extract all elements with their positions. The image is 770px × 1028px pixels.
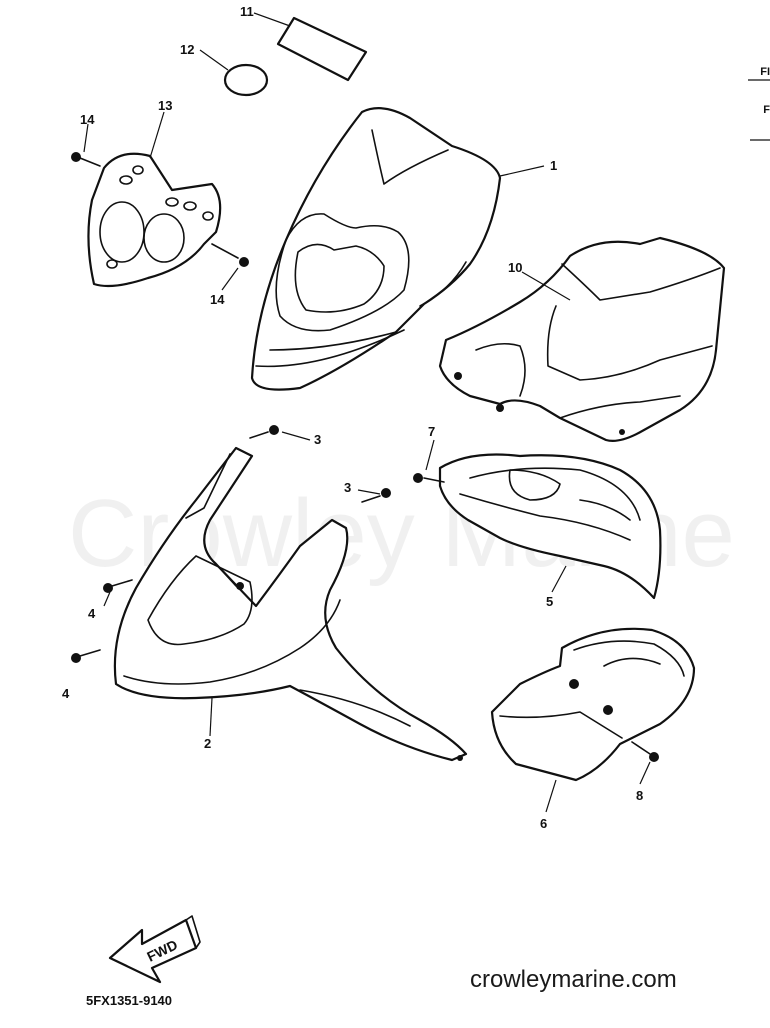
callout-2: 2: [204, 736, 211, 751]
callout-13: 13: [158, 98, 172, 113]
part-8-screw: [631, 741, 659, 762]
callout-14-upper: 14: [80, 112, 95, 127]
callout-3-lower: 3: [344, 480, 351, 495]
callout-labels: 11 12 13 14 14 1 10 3 3 7 4 4 5 2 6 8: [62, 4, 643, 831]
callout-7: 7: [428, 424, 435, 439]
fwd-arrow: FWD: [108, 915, 201, 984]
callout-10: 10: [508, 260, 522, 275]
side-header-fragment-2: F: [763, 104, 770, 116]
callout-1: 1: [550, 158, 557, 173]
part-10-side-cover: [438, 236, 726, 442]
part-13-meter-panel: [87, 152, 222, 288]
part-3-screw-upper: [249, 425, 279, 439]
part-4-screw-upper: [103, 579, 133, 593]
callout-3-upper: 3: [314, 432, 321, 447]
callout-8: 8: [636, 788, 643, 803]
site-url: crowleymarine.com: [470, 966, 677, 993]
callout-6: 6: [540, 816, 547, 831]
callout-4-lower: 4: [62, 686, 70, 701]
leader-lines: [83, 12, 651, 813]
callout-14-lower: 14: [210, 292, 225, 307]
callout-4-upper: 4: [88, 606, 96, 621]
part-2-lower-shield: [113, 446, 468, 762]
part-14-screw-lower: [211, 243, 249, 267]
callout-5: 5: [546, 594, 553, 609]
part-12-emblem: [223, 63, 269, 97]
part-6-lower-cover: [490, 627, 696, 782]
callout-11: 11: [240, 4, 254, 19]
part-14-screw-upper: [71, 152, 101, 167]
callout-12: 12: [180, 42, 194, 57]
part-5-inner-panel: [413, 453, 662, 600]
part-3-screw-lower: [361, 488, 391, 503]
side-header-fragment-1: FI: [760, 66, 770, 78]
diagram-code: 5FX1351-9140: [86, 993, 173, 1008]
side-header-lines: [748, 79, 770, 141]
part-11-label-plate: [276, 16, 368, 82]
part-4-screw-lower: [71, 649, 101, 663]
part-1-front-cowl: [250, 107, 502, 391]
